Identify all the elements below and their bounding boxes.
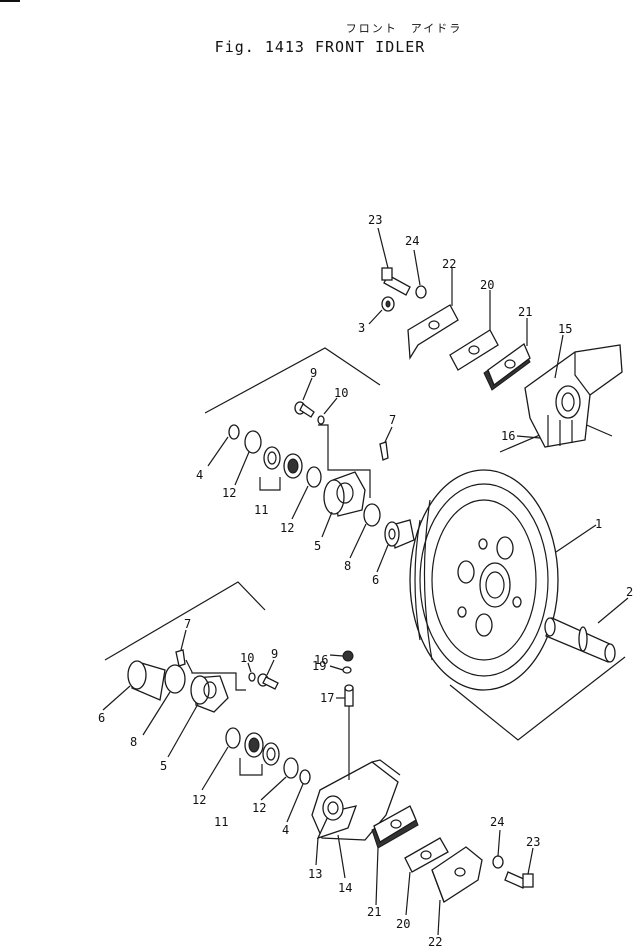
- callout-4-lower: 4: [282, 823, 289, 837]
- callout-10-upper: 10: [334, 386, 348, 400]
- callout-17: 17: [320, 691, 334, 705]
- lower-group-frame: [104, 581, 266, 661]
- washer-10-upper: [317, 415, 325, 425]
- callout-23-upper: 23: [368, 213, 382, 227]
- callout-12-lower-b: 12: [252, 801, 266, 815]
- ring-12-upper-a: [244, 430, 262, 454]
- callout-14: 14: [338, 881, 352, 895]
- bolt-3-upper: [381, 296, 395, 312]
- bolt-23-upper: [381, 267, 411, 296]
- callout-16-upper: 16: [501, 429, 515, 443]
- callout-10-lower: 10: [240, 651, 254, 665]
- bracket-line-lower: [185, 659, 246, 691]
- corner-mark: [0, 0, 20, 2]
- callout-12-upper-a: 12: [222, 486, 236, 500]
- callout-21-lower: 21: [367, 905, 381, 919]
- callout-23-lower: 23: [526, 835, 540, 849]
- oring-8-upper: [363, 503, 381, 527]
- callout-24-upper: 24: [405, 234, 419, 248]
- title-japanese: フロント アイドラ: [345, 22, 463, 35]
- ring-12-upper-b: [306, 466, 322, 488]
- ring-12-lower-a: [225, 727, 241, 749]
- callout-6-lower: 6: [98, 711, 105, 725]
- callout-6-upper: 6: [372, 573, 379, 587]
- oring-4-lower: [299, 769, 311, 785]
- plate-22-upper: [407, 304, 459, 361]
- nipple-17: [344, 684, 354, 707]
- bushing-6-lower: [127, 660, 166, 701]
- callout-12-upper-b: 12: [280, 521, 294, 535]
- callout-5-upper: 5: [314, 539, 321, 553]
- callout-13: 13: [308, 867, 322, 881]
- callout-2: 2: [626, 585, 633, 599]
- callout-8-upper: 8: [344, 559, 351, 573]
- figure-title: Fig. 1413 FRONT IDLER: [214, 38, 426, 56]
- idler-bearing-upper: [524, 344, 623, 448]
- callout-12-lower-a: 12: [192, 793, 206, 807]
- plate-22-lower: [431, 846, 483, 903]
- washer-24-lower: [492, 855, 504, 869]
- bolt-9-upper: [294, 401, 315, 418]
- callout-24-lower: 24: [490, 815, 504, 829]
- callout-19: 19: [312, 659, 326, 673]
- callout-9-lower: 9: [271, 647, 278, 661]
- callout-11-upper: 11: [254, 503, 268, 517]
- shim-21-lower: [371, 805, 419, 849]
- callout-9-upper: 9: [310, 366, 317, 380]
- seal-11-lower: [244, 732, 280, 766]
- support-5-upper: [323, 471, 366, 517]
- callout-21-upper: 21: [518, 305, 532, 319]
- callout-5-lower: 5: [160, 759, 167, 773]
- shim-20-upper: [449, 329, 499, 371]
- callout-1: 1: [595, 517, 602, 531]
- fitting-19: [342, 666, 352, 674]
- idler-shaft: [544, 617, 616, 663]
- callout-22-lower: 22: [428, 935, 442, 949]
- bushing-6-upper: [384, 519, 415, 549]
- bracket-line-upper: [318, 424, 371, 498]
- oring-4-upper: [228, 424, 240, 440]
- ring-12-lower-b: [283, 757, 299, 779]
- pin-7-upper: [379, 441, 389, 461]
- bolt-23-lower: [504, 871, 534, 889]
- callout-16-lower: 16: [314, 653, 328, 667]
- shim-20-lower: [404, 837, 449, 873]
- callout-3: 3: [358, 321, 365, 335]
- callout-numbers: 1 2 3 4 4 5 5 6 6 7 7 8 8 9 9 10 10 11 1…: [98, 213, 633, 949]
- callout-8-lower: 8: [130, 735, 137, 749]
- lower-right-frame: [449, 656, 626, 741]
- callout-15: 15: [558, 322, 572, 336]
- callout-4-upper: 4: [196, 468, 203, 482]
- bolt-9-lower: [257, 673, 279, 690]
- washer-10-lower: [248, 672, 256, 682]
- pin-7-lower: [175, 649, 186, 667]
- plug-16-lower: [342, 650, 354, 662]
- seal-11-upper: [263, 446, 303, 479]
- bearing-lower-13-14: [311, 759, 401, 841]
- callout-7-upper: 7: [389, 413, 396, 427]
- upper-group-frame: [204, 347, 381, 414]
- callout-22-upper: 22: [442, 257, 456, 271]
- washer-24-upper: [415, 285, 427, 299]
- idler-wheel: [409, 469, 559, 691]
- oring-8-lower: [164, 664, 186, 694]
- callout-7-lower: 7: [184, 617, 191, 631]
- support-5-lower: [190, 675, 229, 713]
- callout-20-lower: 20: [396, 917, 410, 931]
- shim-21-upper: [483, 342, 531, 391]
- callout-20-upper: 20: [480, 278, 494, 292]
- callout-11-lower: 11: [214, 815, 228, 829]
